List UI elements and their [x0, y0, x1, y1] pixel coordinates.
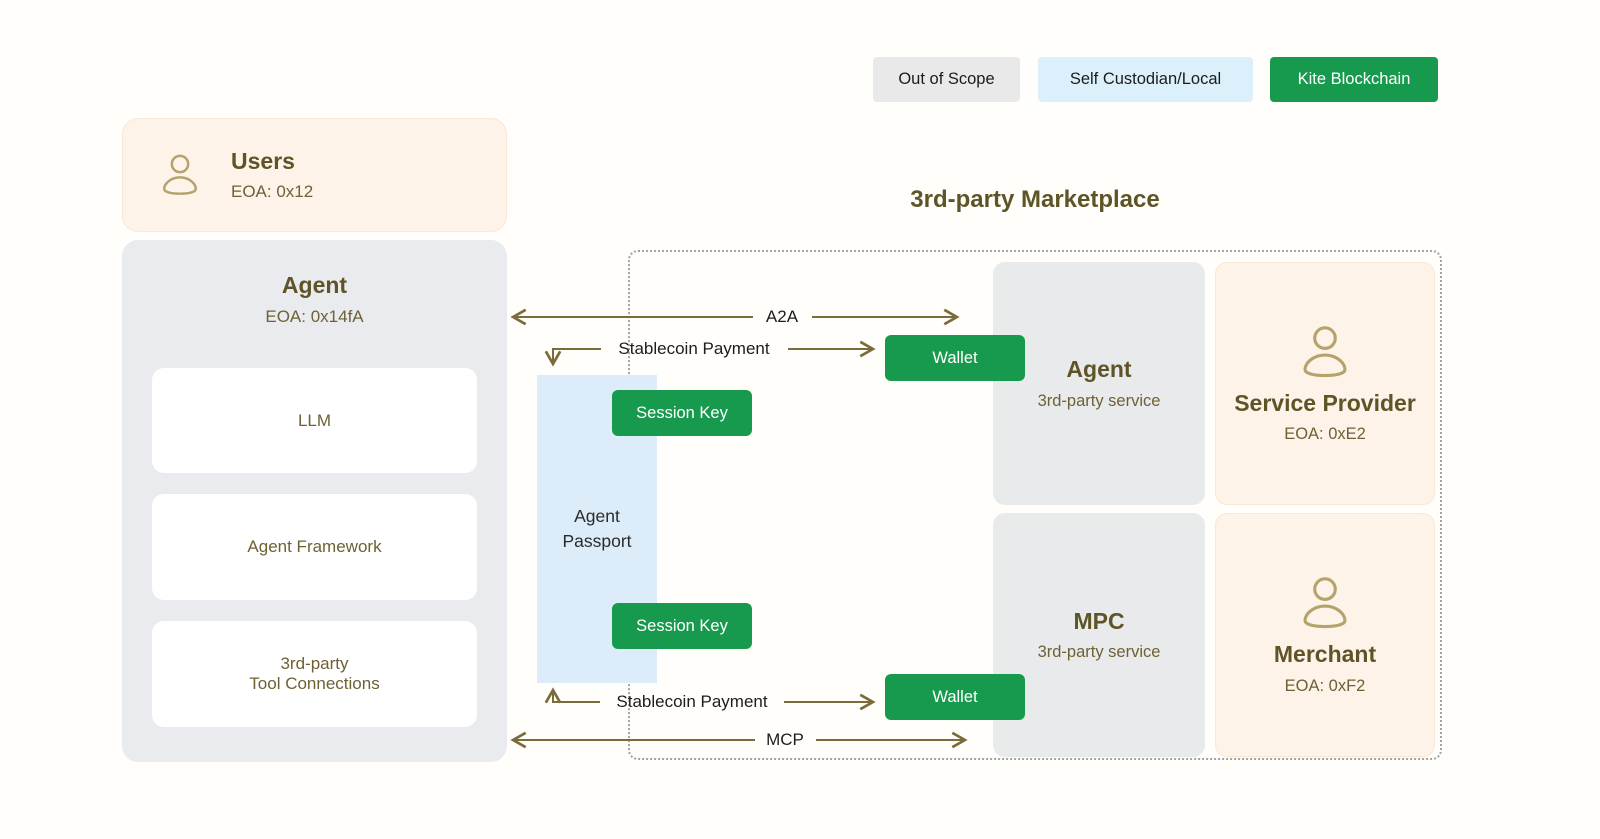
- mcp-label: MCP: [766, 730, 804, 749]
- legend-kite-blockchain: Kite Blockchain: [1270, 57, 1438, 102]
- users-card: Users EOA: 0x12: [122, 118, 507, 232]
- component-agent-framework: Agent Framework: [152, 494, 477, 600]
- component-tool-connections: 3rd-party Tool Connections: [152, 621, 477, 727]
- agent-card: Agent EOA: 0x14fA LLM Agent Framework 3r…: [122, 240, 507, 762]
- service-provider-card: Service Provider EOA: 0xE2: [1215, 262, 1435, 505]
- wallet-top: Wallet: [885, 335, 1025, 381]
- stablecoin-bottom-arrow-left: [544, 687, 600, 704]
- agent-passport-label: Agent Passport: [562, 505, 632, 551]
- person-icon: [1303, 326, 1347, 377]
- users-eoa: EOA: 0x12: [231, 181, 314, 201]
- mpc-subtitle: 3rd-party service: [1037, 643, 1161, 662]
- session-key-top: Session Key: [612, 390, 752, 436]
- users-title: Users: [231, 148, 295, 175]
- person-icon: [162, 154, 198, 195]
- stablecoin-payment-bottom-label: Stablecoin Payment: [616, 692, 768, 711]
- component-llm: LLM: [152, 368, 477, 473]
- legend-self-custodian: Self Custodian/Local: [1038, 57, 1253, 102]
- marketplace-title: 3rd-party Marketplace: [910, 186, 1160, 213]
- mpc-card: MPC 3rd-party service: [993, 513, 1205, 757]
- agent-title: Agent: [281, 272, 348, 298]
- merchant-eoa: EOA: 0xF2: [1284, 676, 1366, 695]
- stablecoin-payment-top-label: Stablecoin Payment: [618, 339, 770, 358]
- wallet-bottom: Wallet: [885, 674, 1025, 720]
- marketplace-agent-subtitle: 3rd-party service: [1037, 391, 1161, 410]
- session-key-bottom: Session Key: [612, 603, 752, 649]
- marketplace-agent-title: Agent: [1066, 356, 1132, 383]
- stablecoin-top-arrow-left: [544, 348, 601, 367]
- mpc-title: MPC: [1073, 607, 1125, 634]
- a2a-label: A2A: [765, 307, 799, 326]
- merchant-title: Merchant: [1273, 641, 1377, 668]
- marketplace-agent-card: Agent 3rd-party service: [993, 262, 1205, 505]
- person-icon: [1303, 577, 1347, 629]
- service-provider-eoa: EOA: 0xE2: [1284, 425, 1366, 444]
- legend-out-of-scope: Out of Scope: [873, 57, 1020, 102]
- service-provider-title: Service Provider: [1234, 389, 1416, 416]
- merchant-card: Merchant EOA: 0xF2: [1215, 513, 1435, 757]
- agent-eoa: EOA: 0x14fA: [265, 307, 364, 327]
